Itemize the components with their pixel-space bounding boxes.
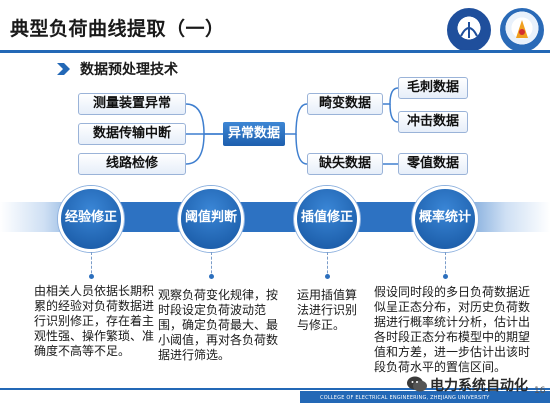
method-interpolation-desc: 运用插值算法进行识别与修正。 xyxy=(297,288,358,332)
method-connector xyxy=(445,252,446,278)
watermark-text: 电力系统自动化 xyxy=(430,378,528,394)
method-connector xyxy=(327,252,328,278)
page-number: 16 xyxy=(534,386,546,396)
leaf-spike-data: 毛刺数据 xyxy=(398,77,468,99)
method-connector-dot xyxy=(209,274,214,279)
leaf-zero-data: 零值数据 xyxy=(398,153,468,175)
abnormal-data-node: 异常数据 xyxy=(223,122,285,146)
slide-title: 典型负荷曲线提取（一） xyxy=(10,18,225,40)
footer-rule xyxy=(0,388,550,390)
header-rule xyxy=(0,50,550,53)
footer-college-subtitle: COLLEGE OF ELECTRICAL ENGINEERING, ZHEJI… xyxy=(320,395,490,401)
section-title: 数据预处理技术 xyxy=(80,62,178,78)
method-connector xyxy=(211,252,212,278)
method-connector-dot xyxy=(325,274,330,279)
college-logo xyxy=(500,8,544,52)
wechat-icon xyxy=(407,376,427,392)
footer-strip xyxy=(300,391,550,403)
cause-line-maintenance: 线路检修 xyxy=(78,153,186,175)
method-circle-experience xyxy=(58,186,124,252)
method-probability-desc: 假设同时段的多日负荷数据近似呈正态分布，对历史负荷数据进行概率统计分析，估计出各… xyxy=(374,285,531,374)
chevron-right-icon xyxy=(57,63,70,75)
type-missing-data: 缺失数据 xyxy=(307,153,383,175)
type-distorted-data: 畸变数据 xyxy=(307,93,383,115)
method-connector xyxy=(91,252,92,278)
method-threshold-label: 阈值判断 xyxy=(184,210,237,225)
method-experience-label: 经验修正 xyxy=(64,210,117,225)
method-connector-dot xyxy=(89,274,94,279)
cause-measurement-device: 测量装置异常 xyxy=(78,93,186,115)
method-interpolation-label: 插值修正 xyxy=(300,210,353,225)
method-experience-desc: 由相关人员依据长期积累的经验对负荷数据进行识别修正，存在着主观性强、操作繁琐、准… xyxy=(34,284,155,358)
leaf-impact-data: 冲击数据 xyxy=(398,111,468,133)
method-probability-label: 概率统计 xyxy=(418,210,471,225)
method-connector-dot xyxy=(443,274,448,279)
method-circle-probability xyxy=(412,186,478,252)
method-circle-threshold xyxy=(178,186,244,252)
cause-transmission-break: 数据传输中断 xyxy=(78,123,186,145)
method-circle-interpolation xyxy=(294,186,360,252)
method-threshold-desc: 观察负荷变化规律，按时段设定负荷波动范围，确定负荷最大、最小阈值，再对各负荷数据… xyxy=(158,288,279,362)
